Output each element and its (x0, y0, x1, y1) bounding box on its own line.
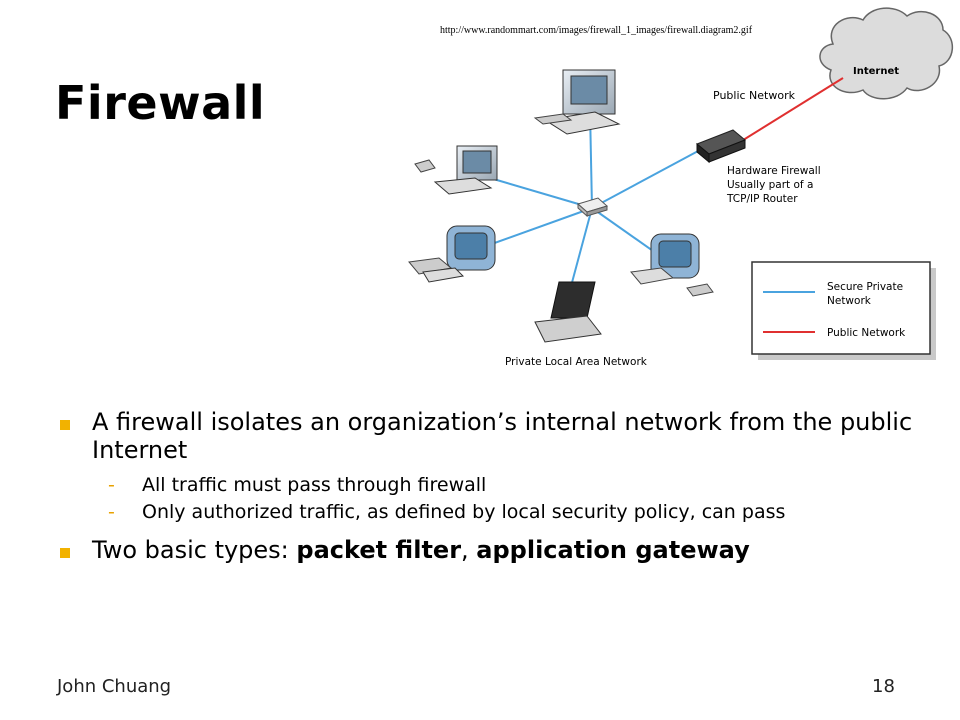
firewall-label-line3: TCP/IP Router (726, 193, 798, 205)
computer-right (630, 233, 714, 297)
dash-icon: - (108, 474, 115, 496)
private-lan-label: Private Local Area Network (505, 356, 648, 368)
internet-label: Internet (853, 66, 899, 77)
bullet-prefix: Two basic types: (92, 536, 297, 564)
public-link (739, 77, 844, 143)
public-network-label: Public Network (713, 89, 796, 102)
computer-upper-left (414, 145, 498, 195)
computer-top (533, 69, 621, 135)
bullet-item: A firewall isolates an organization’s in… (58, 408, 918, 464)
legend-public-label: Public Network (827, 327, 906, 339)
bullet-text: Two basic types: packet filter, applicat… (92, 536, 750, 564)
legend-secure-line1: Secure Private (827, 281, 903, 293)
source-url: http://www.randommart.com/images/firewal… (440, 25, 753, 36)
sub-bullet-item: - All traffic must pass through firewall (106, 474, 918, 497)
legend-secure-line2: Network (827, 295, 872, 307)
network-hub (576, 197, 609, 218)
bullet-text: A firewall isolates an organization’s in… (92, 408, 913, 464)
internet-cloud (819, 7, 953, 100)
firewall-label-line1: Hardware Firewall (727, 165, 821, 177)
sub-bullet-text: Only authorized traffic, as defined by l… (142, 501, 786, 523)
firewall-diagram: Internet (408, 7, 953, 368)
sub-bullet-item: - Only authorized traffic, as defined by… (106, 501, 918, 524)
laptop-bottom (534, 281, 602, 343)
hardware-firewall (696, 129, 746, 164)
page-number: 18 (872, 676, 895, 697)
footer-author: John Chuang (57, 676, 172, 697)
legend (751, 261, 936, 360)
bullet-square-icon (60, 548, 70, 558)
term-packet-filter: packet filter (296, 536, 462, 564)
dash-icon: - (108, 501, 115, 523)
bullet-item: Two basic types: packet filter, applicat… (58, 536, 918, 564)
sub-bullet-text: All traffic must pass through firewall (142, 474, 487, 496)
slide-title: Firewall (55, 76, 266, 130)
bullet-list: A firewall isolates an organization’s in… (58, 408, 918, 564)
bullet-square-icon (60, 420, 70, 430)
term-application-gateway: application gateway (476, 536, 750, 564)
term-separator: , (461, 536, 477, 564)
computer-left (408, 225, 496, 283)
firewall-label-line2: Usually part of a (727, 179, 813, 191)
